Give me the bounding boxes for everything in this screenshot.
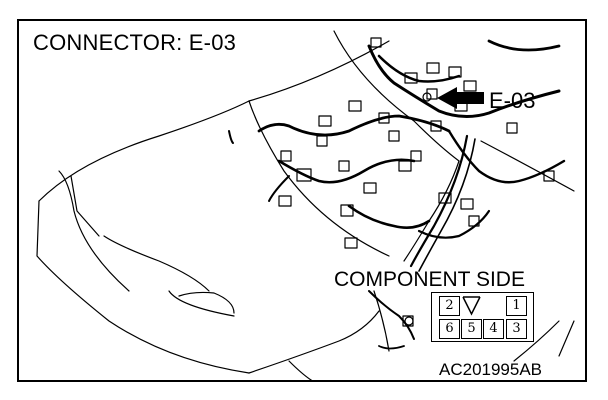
connector-key-notch xyxy=(461,296,482,316)
pin-3: 3 xyxy=(506,319,527,339)
pin-4: 4 xyxy=(483,319,504,339)
pin-6: 6 xyxy=(439,319,460,339)
key-notch-icon xyxy=(462,296,481,316)
connector-title: CONNECTOR: E-03 xyxy=(33,30,237,55)
connector-callout-label: E-03 xyxy=(489,88,536,113)
pin-2: 2 xyxy=(439,296,460,316)
pin-1: 1 xyxy=(506,296,527,316)
connector-pin-diagram: 2 1 6 5 4 3 xyxy=(431,292,534,342)
vehicle-wiring-illustration xyxy=(36,30,575,380)
pin-5: 5 xyxy=(461,319,482,339)
diagram-frame: CONNECTOR: E-03 E-03 COMPONENT SIDE 2 1 … xyxy=(17,19,587,382)
figure-code: AC201995AB xyxy=(439,360,543,379)
callout-arrow xyxy=(437,87,484,109)
component-side-label: COMPONENT SIDE xyxy=(334,268,525,291)
